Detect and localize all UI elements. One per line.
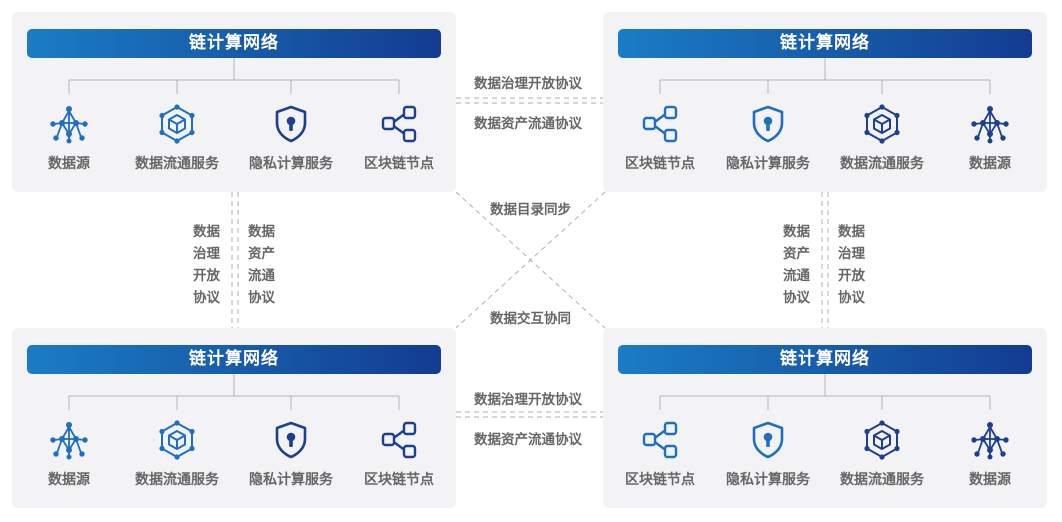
panel-bottom-right: 链计算网络 区块链节点 隐私计算服务 数据流通服务 数据源 [603, 328, 1047, 508]
node-data-source: 数据源 [9, 420, 129, 490]
tree-lines [659, 58, 991, 94]
vertical-char: 数据 [193, 224, 220, 240]
node-data-flow-service: 数据流通服务 [117, 420, 237, 490]
node-label: 数据流通服务 [840, 472, 924, 488]
tree-lines [68, 58, 400, 94]
vertical-char: 流通 [248, 268, 275, 284]
vertical-char: 资产 [248, 246, 275, 262]
vertical-char: 数据 [248, 224, 275, 240]
vertical-char: 协议 [248, 290, 275, 306]
node-label: 数据源 [969, 156, 1011, 172]
vertical-char: 协议 [783, 290, 810, 306]
vertical-char: 治理 [193, 246, 220, 262]
vertical-governance-left: 数据 治理 开放 协议 [193, 221, 225, 309]
network-icon [970, 104, 1010, 144]
node-blockchain: 区块链节点 [339, 420, 459, 490]
node-label: 隐私计算服务 [249, 472, 333, 488]
hexagon-cube-icon [157, 420, 197, 460]
protocol-governance-bottom: 数据治理开放协议 [474, 392, 582, 408]
node-blockchain: 区块链节点 [339, 104, 459, 174]
panel-bottom-left: 链计算网络 数据源 数据流通服务 隐私计算服务 区块链节点 [12, 328, 456, 508]
node-label: 区块链节点 [625, 156, 695, 172]
node-data-source: 数据源 [9, 104, 129, 174]
tree-lines [659, 374, 991, 410]
vertical-char: 协议 [193, 290, 220, 306]
node-label: 区块链节点 [364, 156, 434, 172]
node-blockchain: 区块链节点 [600, 420, 720, 490]
node-privacy-compute: 隐私计算服务 [708, 420, 828, 490]
protocol-interaction: 数据交互协同 [488, 307, 573, 327]
vertical-char: 开放 [838, 268, 865, 284]
share-nodes-icon [640, 104, 680, 144]
vertical-char: 治理 [838, 246, 865, 262]
protocol-governance-top: 数据治理开放协议 [474, 76, 582, 92]
node-label: 区块链节点 [625, 472, 695, 488]
vertical-char: 协议 [838, 290, 865, 306]
hexagon-cube-icon [862, 420, 902, 460]
node-label: 隐私计算服务 [249, 156, 333, 172]
hexagon-cube-icon [862, 104, 902, 144]
protocol-asset-top: 数据资产流通协议 [474, 116, 582, 132]
network-header: 链计算网络 [27, 345, 441, 374]
protocol-catalog-sync: 数据目录同步 [488, 198, 573, 218]
vertical-char: 开放 [193, 268, 220, 284]
node-label: 隐私计算服务 [726, 156, 810, 172]
node-data-flow-service: 数据流通服务 [822, 104, 942, 174]
node-data-source: 数据源 [930, 420, 1050, 490]
node-data-source: 数据源 [930, 104, 1050, 174]
node-label: 数据流通服务 [840, 156, 924, 172]
node-privacy-compute: 隐私计算服务 [708, 104, 828, 174]
network-header: 链计算网络 [618, 29, 1032, 58]
share-nodes-icon [379, 420, 419, 460]
network-icon [49, 420, 89, 460]
panel-top-left: 链计算网络 数据源 数据流通服务 隐私计算服务 区块链节点 [12, 12, 456, 192]
node-data-flow-service: 数据流通服务 [822, 420, 942, 490]
node-label: 隐私计算服务 [726, 472, 810, 488]
network-header: 链计算网络 [618, 345, 1032, 374]
vertical-asset-right: 数据 资产 流通 协议 [783, 221, 815, 309]
vertical-char: 数据 [838, 224, 865, 240]
node-label: 数据源 [48, 472, 90, 488]
vertical-asset-left: 数据 资产 流通 协议 [248, 221, 280, 309]
vertical-char: 资产 [783, 246, 810, 262]
node-label: 数据源 [48, 156, 90, 172]
vertical-char: 流通 [783, 268, 810, 284]
network-icon [970, 420, 1010, 460]
node-blockchain: 区块链节点 [600, 104, 720, 174]
network-header: 链计算网络 [27, 29, 441, 58]
share-nodes-icon [379, 104, 419, 144]
node-label: 区块链节点 [364, 472, 434, 488]
vertical-governance-right: 数据 治理 开放 协议 [838, 221, 870, 309]
node-privacy-compute: 隐私计算服务 [231, 420, 351, 490]
node-privacy-compute: 隐私计算服务 [231, 104, 351, 174]
network-icon [49, 104, 89, 144]
panel-top-right: 链计算网络 区块链节点 隐私计算服务 数据流通服务 数据源 [603, 12, 1047, 192]
node-label: 数据流通服务 [135, 472, 219, 488]
share-nodes-icon [640, 420, 680, 460]
tree-lines [68, 374, 400, 410]
vertical-char: 数据 [783, 224, 810, 240]
shield-keyhole-icon [271, 420, 311, 460]
hexagon-cube-icon [157, 104, 197, 144]
shield-keyhole-icon [748, 104, 788, 144]
protocol-asset-bottom: 数据资产流通协议 [474, 432, 582, 448]
shield-keyhole-icon [271, 104, 311, 144]
shield-keyhole-icon [748, 420, 788, 460]
node-label: 数据源 [969, 472, 1011, 488]
node-data-flow-service: 数据流通服务 [117, 104, 237, 174]
node-label: 数据流通服务 [135, 156, 219, 172]
